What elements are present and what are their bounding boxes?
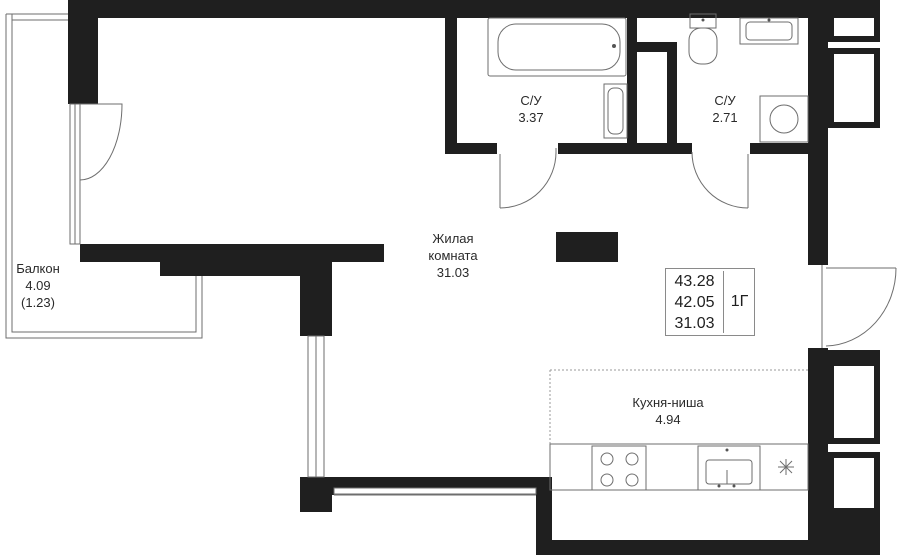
living-room-name-line2: комната bbox=[428, 248, 478, 263]
living-room-area: 31.03 bbox=[436, 265, 470, 280]
kitchen-label: Кухня-ниша 4.94 bbox=[632, 394, 703, 428]
cooktop bbox=[591, 445, 647, 491]
door-balcony bbox=[79, 103, 123, 181]
balcony-area: 4.09 bbox=[25, 278, 51, 293]
bath1-label: С/У 3.37 bbox=[518, 92, 543, 126]
kitchen-name: Кухня-ниша bbox=[632, 395, 704, 410]
living-room-label: Жилая комната 31.03 bbox=[428, 230, 477, 281]
bath1-sink bbox=[603, 83, 628, 139]
bath1-area: 3.37 bbox=[518, 110, 544, 125]
living-area: 31.03 bbox=[674, 315, 715, 332]
area-summary-values: 43.28 42.05 31.03 bbox=[666, 271, 724, 333]
pier-recesses bbox=[334, 18, 874, 536]
gas-riser bbox=[778, 459, 794, 475]
balcony-reduced-area: (1.23) bbox=[21, 295, 55, 310]
bath1-name: С/У bbox=[520, 93, 542, 108]
balcony-name: Балкон bbox=[16, 261, 60, 276]
door-entrance bbox=[821, 265, 897, 348]
area-summary-box: 43.28 42.05 31.03 1Г bbox=[665, 268, 755, 336]
bath2-area: 2.71 bbox=[712, 110, 738, 125]
balcony-label: Балкон 4.09 (1.23) bbox=[16, 260, 60, 311]
bath2-label: С/У 2.71 bbox=[712, 92, 737, 126]
washing-machine bbox=[759, 95, 809, 143]
kitchen-area: 4.94 bbox=[655, 412, 681, 427]
living-room-name-line1: Жилая bbox=[432, 231, 474, 246]
apartment-type: 1Г bbox=[730, 293, 749, 310]
kitchen-sink bbox=[697, 445, 761, 491]
bath2-name: С/У bbox=[714, 93, 736, 108]
bathtub bbox=[487, 17, 627, 77]
door-bath2 bbox=[691, 151, 749, 209]
area-without-balcony: 42.05 bbox=[674, 294, 715, 311]
total-area: 43.28 bbox=[674, 273, 715, 290]
windows bbox=[69, 103, 537, 495]
door-bath1 bbox=[499, 148, 557, 209]
kitchen-niche bbox=[549, 369, 809, 491]
bath2-sink bbox=[739, 17, 799, 45]
toilet bbox=[688, 13, 718, 65]
